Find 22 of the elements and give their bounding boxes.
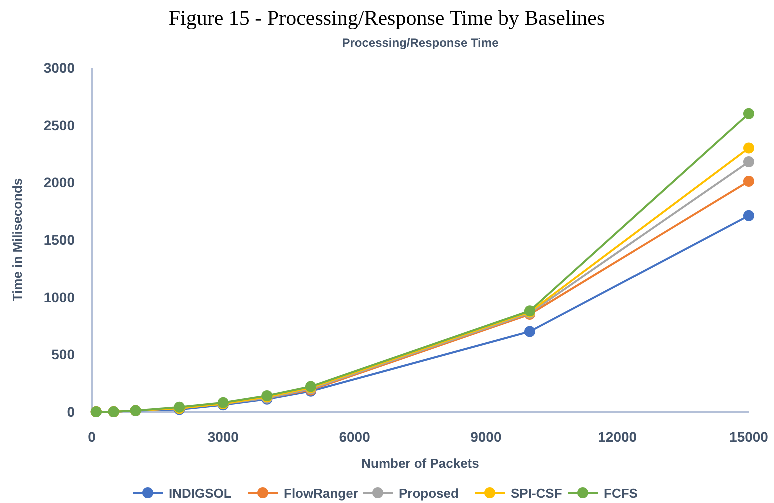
legend-label: FCFS [604, 486, 638, 501]
x-tick-label: 9000 [470, 429, 502, 445]
y-tick-label: 1000 [44, 289, 75, 306]
y-tick-label: 2500 [44, 117, 75, 134]
x-axis-title: Number of Packets [362, 456, 480, 471]
legend-label: SPI-CSF [511, 486, 562, 501]
y-tick-label: 1500 [44, 232, 75, 248]
figure-title: Figure 15 - Processing/Response Time by Baselines [168, 6, 606, 31]
x-tick-label: 0 [88, 429, 96, 445]
y-tick-label: 3000 [44, 60, 75, 76]
legend-label: INDIGSOL [169, 486, 232, 501]
y-tick-label: 0 [67, 404, 75, 420]
x-tick-label: 6000 [339, 429, 370, 445]
x-tick-label: 15000 [730, 429, 768, 445]
legend-label: FlowRanger [284, 486, 358, 501]
chart-title: Processing/Response Time [342, 36, 499, 50]
y-tick-label: 500 [52, 346, 75, 363]
x-tick-label: 12000 [598, 429, 638, 445]
x-tick-label: 3000 [208, 429, 239, 445]
legend-label: Proposed [399, 486, 459, 501]
y-axis-title: Time in Miliseconds [10, 178, 25, 302]
y-tick-label: 2000 [44, 174, 75, 191]
